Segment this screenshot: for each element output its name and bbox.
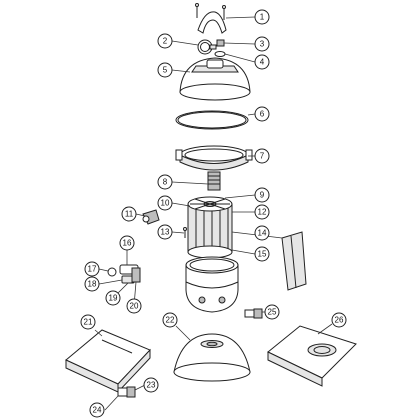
callout-16: 16 bbox=[119, 235, 135, 251]
callout-17: 17 bbox=[84, 261, 100, 277]
callout-14: 14 bbox=[254, 225, 270, 241]
svg-text:17: 17 bbox=[88, 265, 97, 274]
part-filter-tank bbox=[185, 256, 239, 313]
callout-23: 23 bbox=[143, 377, 159, 393]
part-connector bbox=[244, 308, 263, 319]
svg-text:2: 2 bbox=[163, 37, 168, 46]
svg-text:26: 26 bbox=[335, 316, 344, 325]
part-o-ring bbox=[175, 110, 249, 130]
callout-9: 9 bbox=[254, 187, 270, 203]
part-dome-base bbox=[173, 333, 251, 382]
callout-26: 26 bbox=[331, 312, 347, 328]
part-pressure-gauge bbox=[197, 39, 217, 55]
part-filter-lid bbox=[179, 57, 251, 101]
part-outlet-fitting bbox=[117, 386, 136, 398]
svg-text:4: 4 bbox=[260, 58, 265, 67]
callout-1: 1 bbox=[254, 9, 270, 25]
callout-18: 18 bbox=[84, 276, 100, 292]
svg-text:19: 19 bbox=[109, 294, 118, 303]
svg-text:16: 16 bbox=[123, 239, 132, 248]
part-grid-segment bbox=[281, 231, 307, 291]
svg-text:7: 7 bbox=[260, 152, 265, 161]
part-union-fittings bbox=[107, 264, 141, 284]
callout-21: 21 bbox=[80, 314, 96, 330]
part-small-screw bbox=[183, 227, 187, 238]
svg-text:22: 22 bbox=[166, 316, 175, 325]
svg-text:21: 21 bbox=[84, 318, 93, 327]
svg-text:24: 24 bbox=[93, 406, 102, 415]
svg-text:15: 15 bbox=[258, 250, 267, 259]
callout-12: 12 bbox=[254, 204, 270, 220]
callout-19: 19 bbox=[105, 290, 121, 306]
callout-5: 5 bbox=[157, 62, 173, 78]
callout-24: 24 bbox=[89, 402, 105, 418]
callout-2: 2 bbox=[157, 33, 173, 49]
svg-text:25: 25 bbox=[268, 308, 277, 317]
part-clamp-ring bbox=[175, 145, 253, 171]
svg-text:1: 1 bbox=[260, 13, 265, 22]
callout-8: 8 bbox=[157, 174, 173, 190]
callout-20: 20 bbox=[126, 298, 142, 314]
part-drain-valve bbox=[142, 209, 160, 225]
callout-7: 7 bbox=[254, 148, 270, 164]
svg-text:6: 6 bbox=[260, 110, 265, 119]
callout-25: 25 bbox=[264, 304, 280, 320]
svg-text:20: 20 bbox=[130, 302, 139, 311]
svg-text:3: 3 bbox=[260, 40, 265, 49]
svg-text:5: 5 bbox=[163, 66, 168, 75]
callout-22: 22 bbox=[162, 312, 178, 328]
svg-text:9: 9 bbox=[260, 191, 265, 200]
callout-4: 4 bbox=[254, 54, 270, 70]
part-pump-base bbox=[267, 325, 357, 387]
part-base-cover bbox=[65, 329, 151, 394]
callout-6: 6 bbox=[254, 106, 270, 122]
part-handle bbox=[195, 3, 227, 34]
svg-text:12: 12 bbox=[258, 208, 267, 217]
svg-text:11: 11 bbox=[125, 210, 134, 219]
callout-10: 10 bbox=[157, 195, 173, 211]
svg-text:10: 10 bbox=[161, 199, 170, 208]
svg-text:8: 8 bbox=[163, 178, 168, 187]
callout-15: 15 bbox=[254, 246, 270, 262]
svg-text:23: 23 bbox=[147, 381, 156, 390]
svg-text:18: 18 bbox=[88, 280, 97, 289]
callout-3: 3 bbox=[254, 36, 270, 52]
svg-text:13: 13 bbox=[161, 228, 170, 237]
callout-11: 11 bbox=[121, 206, 137, 222]
callout-13: 13 bbox=[157, 224, 173, 240]
svg-text:14: 14 bbox=[258, 229, 267, 238]
part-filter-element bbox=[187, 196, 233, 259]
part-spring bbox=[207, 171, 221, 191]
